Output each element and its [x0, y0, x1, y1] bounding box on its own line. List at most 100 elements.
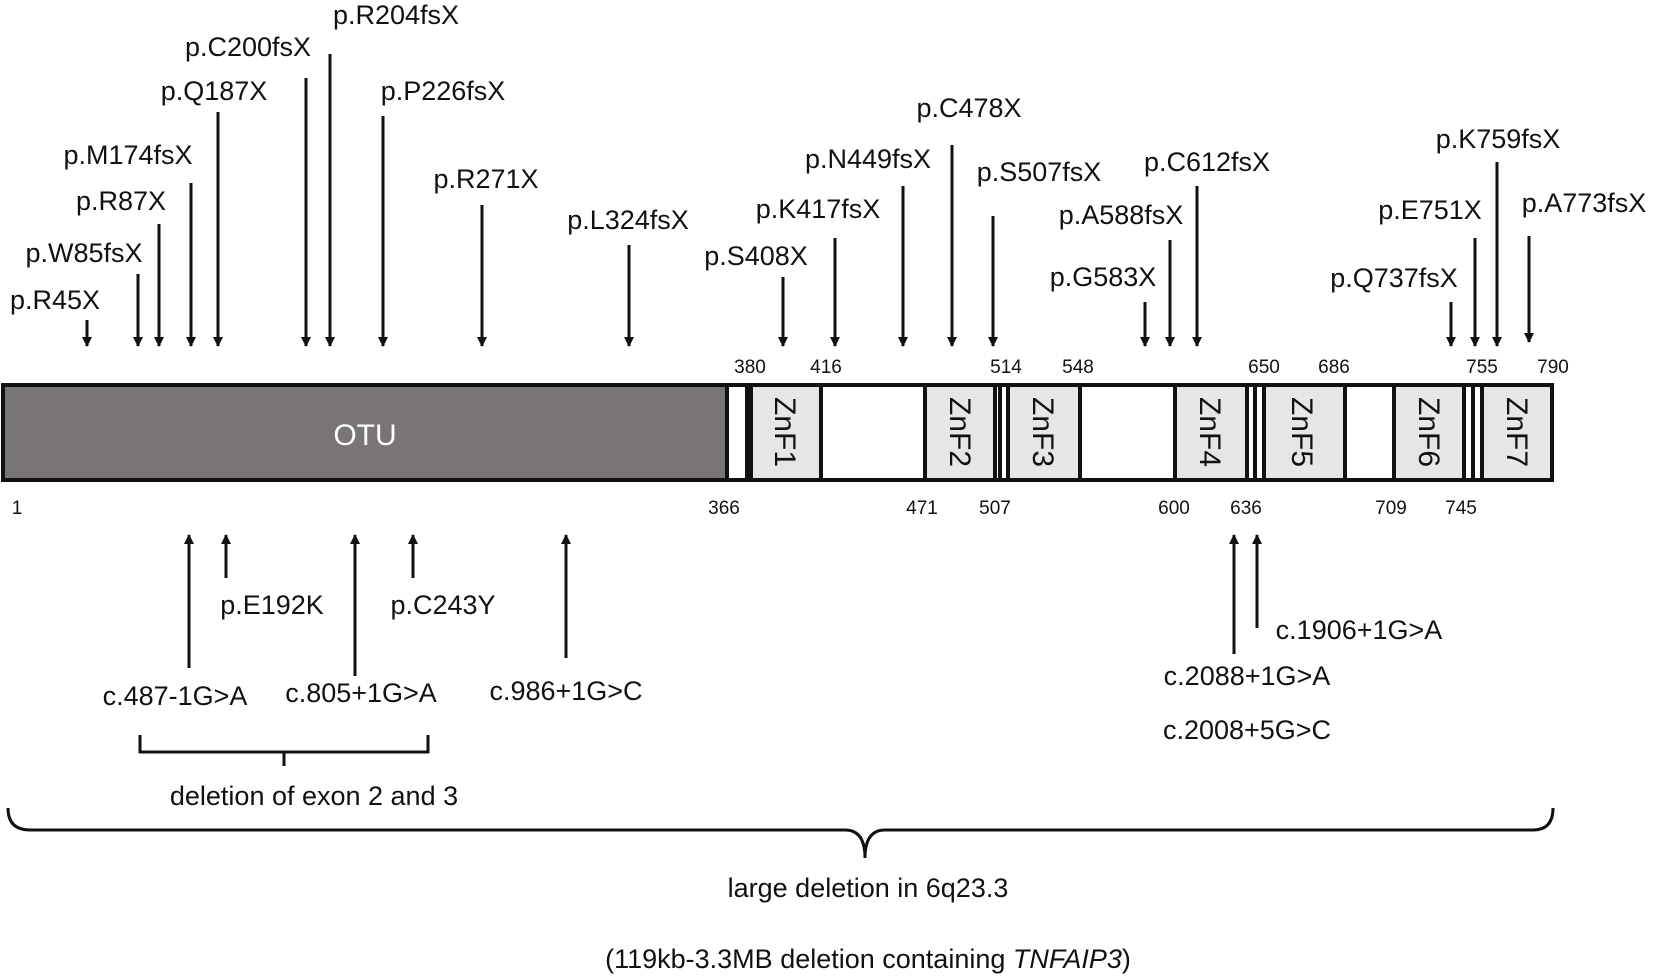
mutations-top: p.R45X p.W85fsX p.R87X p.M174fsX p.Q187X… [10, 0, 1647, 347]
exon-deletion: deletion of exon 2 and 3 [138, 735, 458, 811]
mutation-label: p.M174fsX [63, 140, 192, 170]
mutation-marker: p.S408X [704, 241, 808, 347]
mutation-label: p.R87X [76, 186, 166, 216]
note-suffix: ) [1122, 944, 1131, 974]
mutations-bottom: p.E192K p.C243Y c.487-1G>A c.805+1G>A c.… [103, 534, 1443, 745]
mutation-label: p.R45X [10, 285, 100, 315]
mutation-label: p.S408X [704, 241, 808, 271]
gene-name: TNFAIP3 [1013, 944, 1122, 974]
positions-bottom: 1 366 471 507 600 636 709 745 [12, 498, 1477, 519]
otu-domain-label: OTU [333, 419, 396, 452]
mutation-marker: p.C200fsX [185, 32, 311, 347]
mutation-marker: p.E751X [1378, 195, 1482, 347]
position-label: 709 [1375, 498, 1407, 519]
mutation-marker: c.2008+5G>C [1163, 715, 1331, 745]
position-label: 650 [1248, 357, 1280, 378]
znf4-label: ZnF4 [1193, 397, 1226, 467]
protein-bar: OTU ZnF1 ZnF2 ZnF3 ZnF4 ZnF5 ZnF6 [1, 383, 1554, 482]
position-label: 1 [12, 498, 23, 519]
mutation-label: p.P226fsX [381, 76, 506, 106]
note-prefix: (119kb-3.3MB deletion containing [605, 944, 1013, 974]
mutation-marker: p.N449fsX [805, 144, 931, 347]
position-label: 471 [906, 498, 938, 519]
large-deletion-note: (119kb-3.3MB deletion containing TNFAIP3… [605, 944, 1131, 974]
position-label: 600 [1158, 498, 1190, 519]
mutation-marker: p.K759fsX [1436, 124, 1561, 347]
mutation-label: p.N449fsX [805, 144, 931, 174]
mutation-label: p.C200fsX [185, 32, 311, 62]
mutation-marker: c.487-1G>A [103, 534, 248, 711]
otu-domain [1, 383, 729, 482]
znf7-domain: ZnF7 [1480, 383, 1554, 482]
mutation-marker: p.C612fsX [1144, 147, 1270, 347]
mutation-label: p.S507fsX [977, 157, 1102, 187]
mutation-marker: p.P226fsX [378, 76, 506, 347]
mutation-label: c.1906+1G>A [1276, 615, 1443, 645]
mutation-label: p.C612fsX [1144, 147, 1270, 177]
mutation-label: p.A773fsX [1522, 188, 1647, 218]
mutation-marker: p.A773fsX [1522, 188, 1647, 343]
mutation-label: p.K417fsX [756, 194, 881, 224]
mutation-label: c.805+1G>A [285, 678, 437, 708]
mutation-marker: c.805+1G>A [285, 534, 437, 708]
mutation-marker: p.Q187X [161, 76, 268, 347]
mutation-label: p.A588fsX [1059, 200, 1184, 230]
mutation-label: c.2088+1G>A [1164, 661, 1331, 691]
mutation-marker: p.E192K [220, 534, 324, 620]
mutation-marker: p.K417fsX [756, 194, 881, 347]
znf2-domain: ZnF2 [923, 383, 997, 482]
znf3-domain: ZnF3 [1006, 383, 1082, 482]
exon-deletion-bracket [138, 735, 430, 766]
position-label: 790 [1537, 357, 1569, 378]
mutation-label: p.Q187X [161, 76, 268, 106]
exon-deletion-label: deletion of exon 2 and 3 [170, 781, 458, 811]
position-label: 380 [734, 357, 766, 378]
mutation-label: p.Q737fsX [1330, 263, 1458, 293]
znf5-label: ZnF5 [1285, 397, 1318, 467]
mutation-label: p.G583X [1050, 262, 1157, 292]
mutation-label: p.R204fsX [333, 0, 459, 30]
large-deletion-label: large deletion in 6q23.3 [728, 873, 1009, 903]
positions-top: 380 416 514 548 650 686 755 790 [734, 357, 1569, 378]
znf7-label: ZnF7 [1500, 397, 1533, 467]
mutation-label: p.C478X [916, 93, 1021, 123]
mutation-label: p.E751X [1378, 195, 1482, 225]
znf4-domain: ZnF4 [1173, 383, 1249, 482]
znf1-label: ZnF1 [768, 397, 801, 467]
znf1-domain: ZnF1 [749, 383, 823, 482]
mutation-marker: p.L324fsX [567, 205, 689, 347]
znf6-label: ZnF6 [1412, 397, 1445, 467]
mutation-marker: p.G583X [1050, 262, 1157, 347]
znf3-label: ZnF3 [1026, 397, 1059, 467]
mutation-marker: c.986+1G>C [489, 534, 643, 706]
mutation-label: c.2008+5G>C [1163, 715, 1331, 745]
mutation-label: p.W85fsX [25, 238, 142, 268]
mutation-marker: p.W85fsX [25, 238, 143, 347]
mutation-marker: p.C243Y [390, 534, 496, 620]
mutation-marker: p.S507fsX [977, 157, 1102, 347]
large-deletion: large deletion in 6q23.3 (119kb-3.3MB de… [6, 807, 1555, 974]
mutation-marker: c.1906+1G>A [1252, 534, 1443, 645]
position-label: 636 [1230, 498, 1262, 519]
mutation-label: p.R271X [433, 164, 538, 194]
position-label: 755 [1466, 357, 1498, 378]
mutation-label: c.986+1G>C [489, 676, 642, 706]
mutation-marker: c.2088+1G>A [1164, 534, 1331, 691]
mutation-marker: p.R45X [10, 285, 100, 347]
mutation-label: p.K759fsX [1436, 124, 1561, 154]
mutation-marker: p.Q737fsX [1330, 263, 1458, 347]
mutation-label: p.C243Y [390, 590, 495, 620]
mutation-label: p.L324fsX [567, 205, 689, 235]
position-label: 745 [1445, 498, 1477, 519]
mutation-marker: p.R271X [433, 164, 539, 347]
mutation-marker: p.C478X [916, 93, 1022, 347]
mutation-label: c.487-1G>A [103, 681, 248, 711]
mutation-marker: p.A588fsX [1059, 200, 1184, 347]
mutation-marker: p.R87X [76, 186, 166, 347]
znf5-domain: ZnF5 [1262, 383, 1347, 482]
position-label: 514 [990, 357, 1022, 378]
position-label: 686 [1318, 357, 1350, 378]
mutation-marker: p.M174fsX [63, 140, 196, 347]
mutation-label: p.E192K [220, 590, 324, 620]
